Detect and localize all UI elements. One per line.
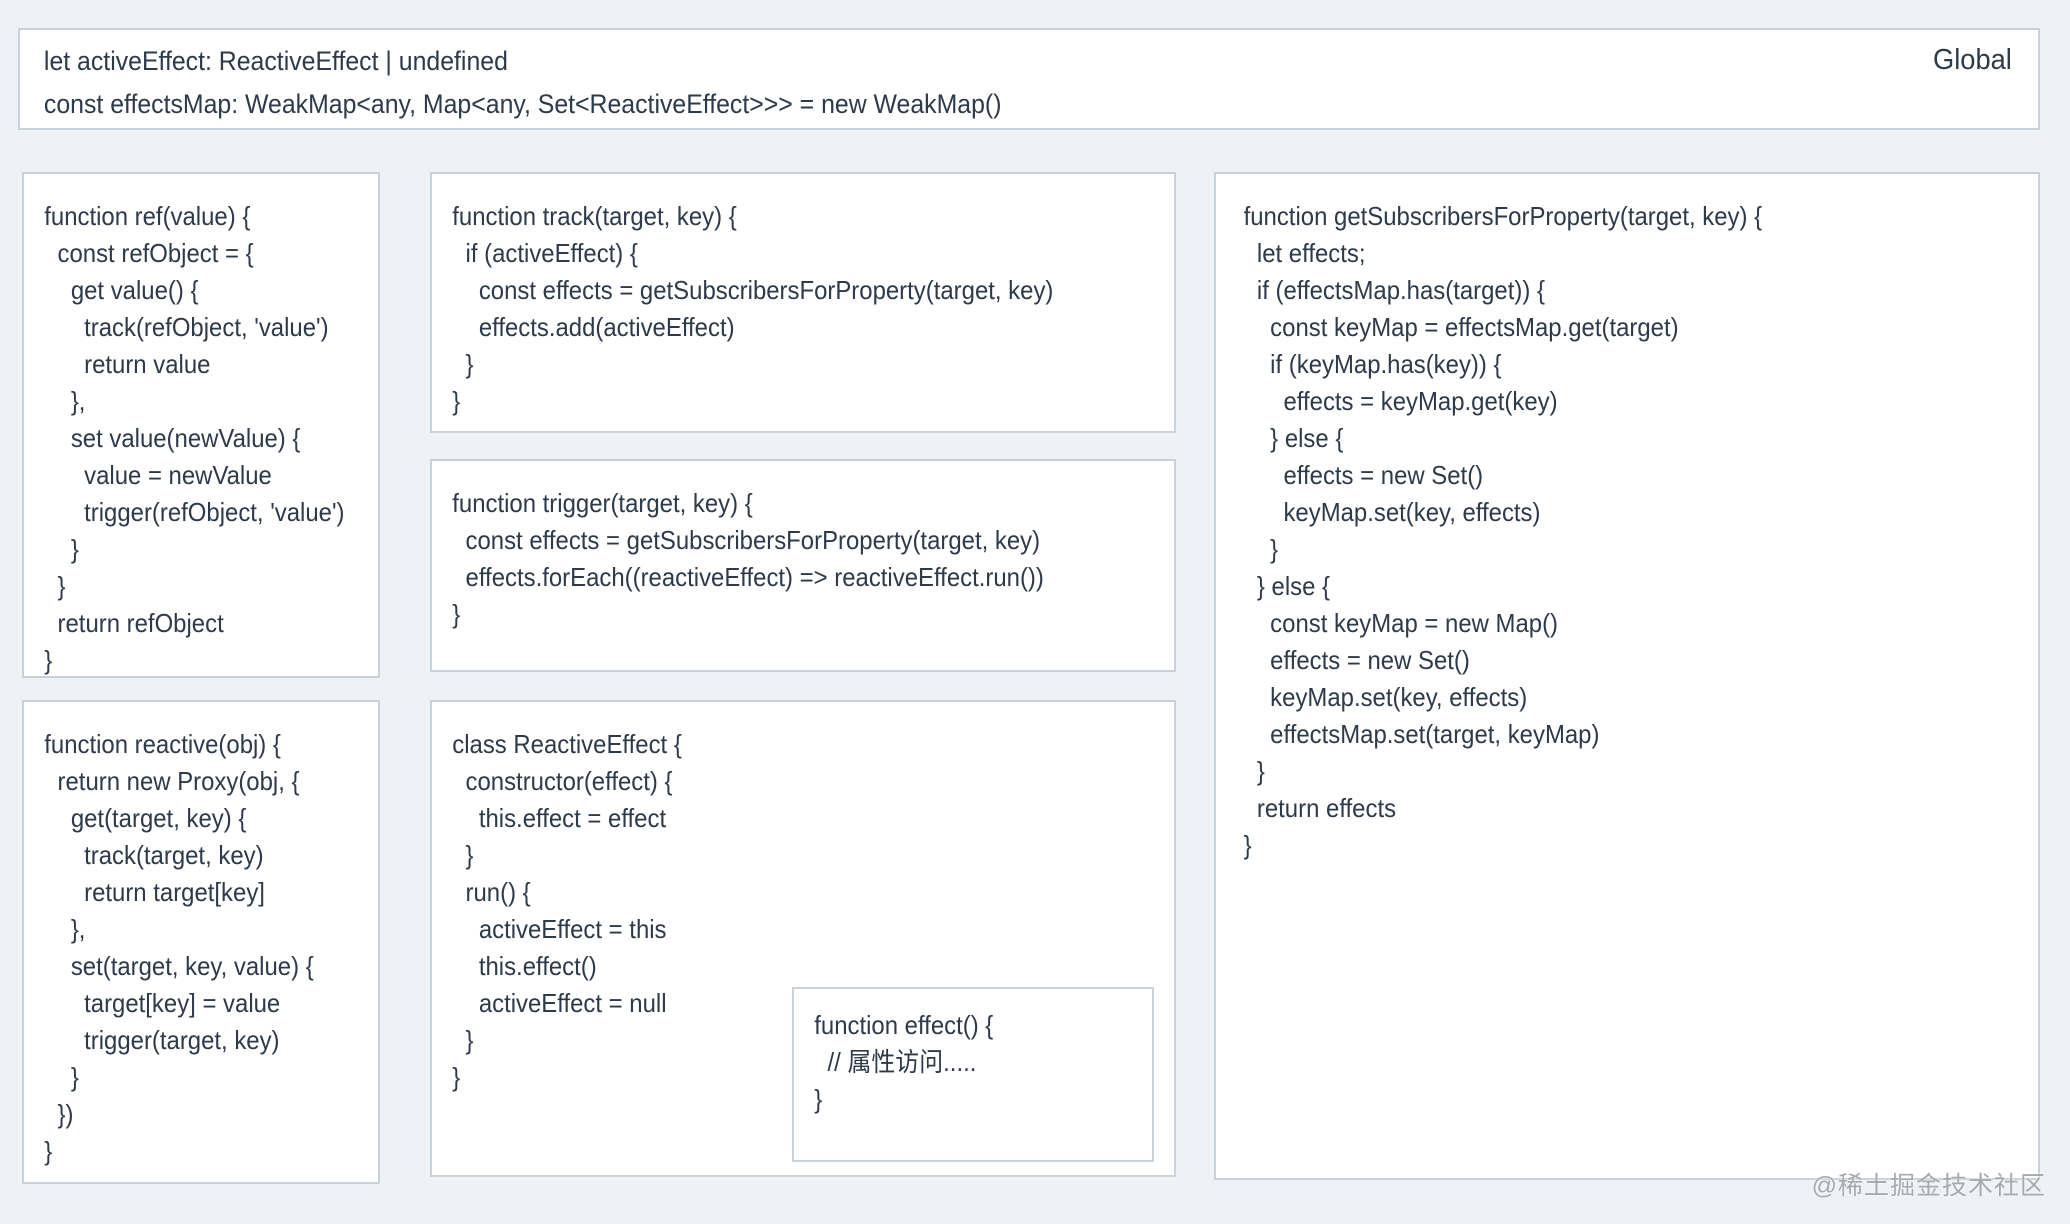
get-subscribers-function-box: function getSubscribersForProperty(targe… — [1214, 172, 2040, 1180]
global-scope-code: let activeEffect: ReactiveEffect | undef… — [43, 46, 1002, 119]
get-subscribers-function-code: function getSubscribersForProperty(targe… — [1243, 201, 1763, 860]
global-label: Global — [1933, 44, 2012, 76]
reactive-effect-class-code: class ReactiveEffect { constructor(effec… — [452, 729, 682, 1092]
watermark: @稀土掘金技术社区 — [1811, 1172, 2046, 1200]
track-function-box: function track(target, key) { if (active… — [430, 172, 1176, 433]
ref-function-code: function ref(value) { const refObject = … — [44, 201, 345, 675]
ref-function-box: function ref(value) { const refObject = … — [22, 172, 380, 678]
trigger-function-box: function trigger(target, key) { const ef… — [430, 459, 1176, 672]
effect-function-box: function effect() { // 属性访问..... } — [792, 987, 1154, 1162]
effect-function-code: function effect() { // 属性访问..... } — [814, 1010, 994, 1114]
track-function-code: function track(target, key) { if (active… — [452, 201, 1054, 416]
global-scope-box: let activeEffect: ReactiveEffect | undef… — [18, 28, 2040, 130]
reactive-function-box: function reactive(obj) { return new Prox… — [22, 700, 380, 1184]
trigger-function-code: function trigger(target, key) { const ef… — [452, 488, 1044, 629]
reactive-effect-class-box: class ReactiveEffect { constructor(effec… — [430, 700, 1176, 1177]
reactive-function-code: function reactive(obj) { return new Prox… — [44, 729, 314, 1166]
